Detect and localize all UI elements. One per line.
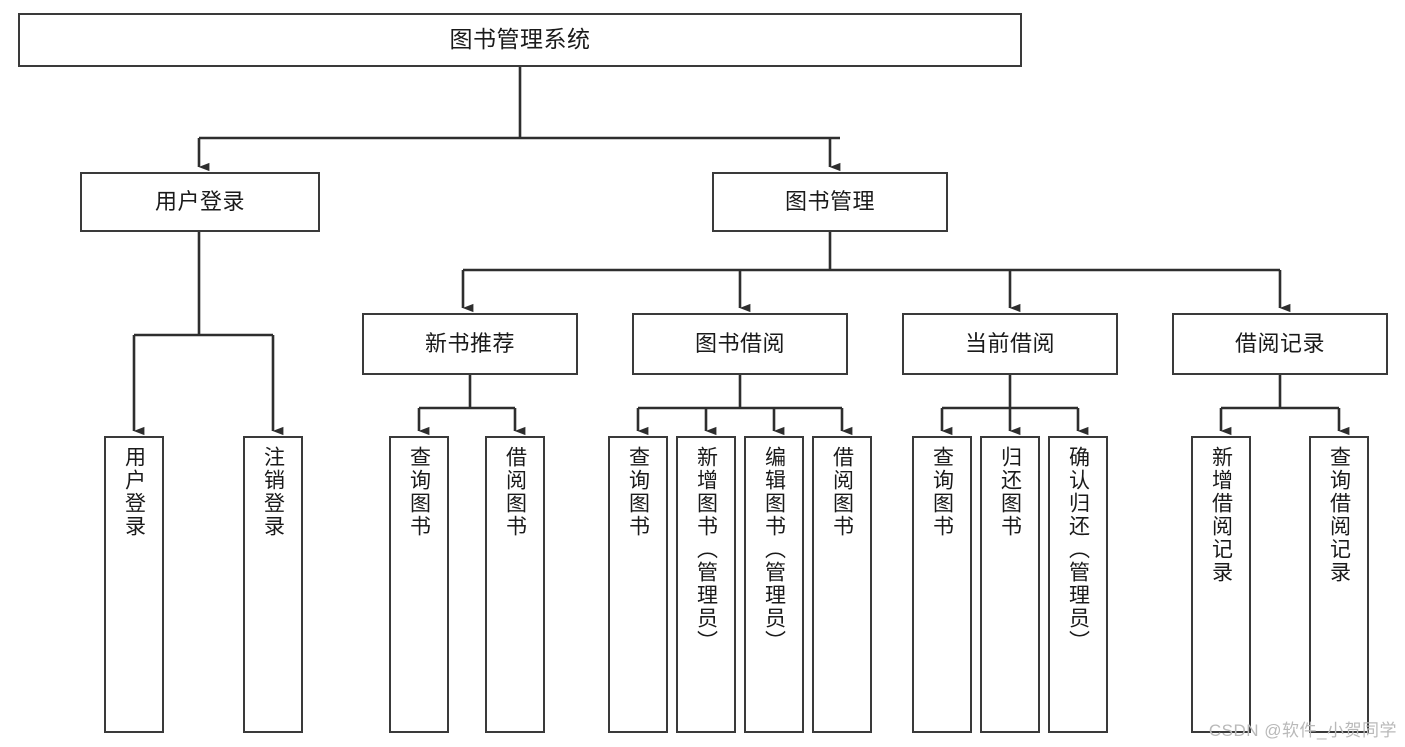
node-current-borrowing[interactable]: 当前借阅 [902, 313, 1118, 375]
node-label: 查询图书 [407, 446, 431, 538]
node-label: 借阅图书 [830, 446, 854, 538]
node-label: 借阅记录 [1234, 330, 1325, 356]
node-label: 借阅图书 [503, 446, 527, 538]
node-label: 确认归还（管理员） [1066, 446, 1090, 653]
node-label: 用户登录 [122, 446, 146, 538]
node-book-management[interactable]: 图书管理 [712, 172, 948, 232]
node-label: 查询借阅记录 [1327, 446, 1351, 584]
node-label: 查询图书 [930, 446, 954, 538]
leaf-new-book-borrow-book[interactable]: 借阅图书 [485, 436, 545, 733]
node-label: 新增借阅记录 [1209, 446, 1233, 584]
leaf-current-borrow-return-book[interactable]: 归还图书 [980, 436, 1040, 733]
leaf-new-book-query-book[interactable]: 查询图书 [389, 436, 449, 733]
leaf-current-borrow-confirm-return-admin[interactable]: 确认归还（管理员） [1048, 436, 1108, 733]
node-borrowing-record[interactable]: 借阅记录 [1172, 313, 1388, 375]
node-label: 编辑图书（管理员） [762, 446, 786, 653]
leaf-current-borrow-query-book[interactable]: 查询图书 [912, 436, 972, 733]
node-user-login[interactable]: 用户登录 [80, 172, 320, 232]
node-label: 当前借阅 [964, 330, 1055, 356]
node-label: 图书管理 [784, 188, 875, 214]
leaf-user-login-login[interactable]: 用户登录 [104, 436, 164, 733]
leaf-book-borrow-borrow-book[interactable]: 借阅图书 [812, 436, 872, 733]
leaf-book-borrow-add-book-admin[interactable]: 新增图书（管理员） [676, 436, 736, 733]
node-book-borrowing[interactable]: 图书借阅 [632, 313, 848, 375]
leaf-borrow-record-query-record[interactable]: 查询借阅记录 [1309, 436, 1369, 733]
node-new-book-recommendation[interactable]: 新书推荐 [362, 313, 578, 375]
node-label: 新增图书（管理员） [694, 446, 718, 653]
node-label: 注销登录 [261, 446, 285, 538]
node-label: 用户登录 [154, 188, 245, 214]
node-label: 查询图书 [626, 446, 650, 538]
leaf-user-login-logout[interactable]: 注销登录 [243, 436, 303, 733]
node-label: 图书管理系统 [449, 26, 591, 53]
leaf-book-borrow-edit-book-admin[interactable]: 编辑图书（管理员） [744, 436, 804, 733]
leaf-borrow-record-add-record[interactable]: 新增借阅记录 [1191, 436, 1251, 733]
leaf-book-borrow-query-book[interactable]: 查询图书 [608, 436, 668, 733]
csdn-watermark: CSDN @软件_小贺同学 [1208, 721, 1397, 740]
node-label: 图书借阅 [694, 330, 785, 356]
node-label: 归还图书 [998, 446, 1022, 538]
node-label: 新书推荐 [424, 330, 515, 356]
node-book-management-system[interactable]: 图书管理系统 [18, 13, 1022, 67]
